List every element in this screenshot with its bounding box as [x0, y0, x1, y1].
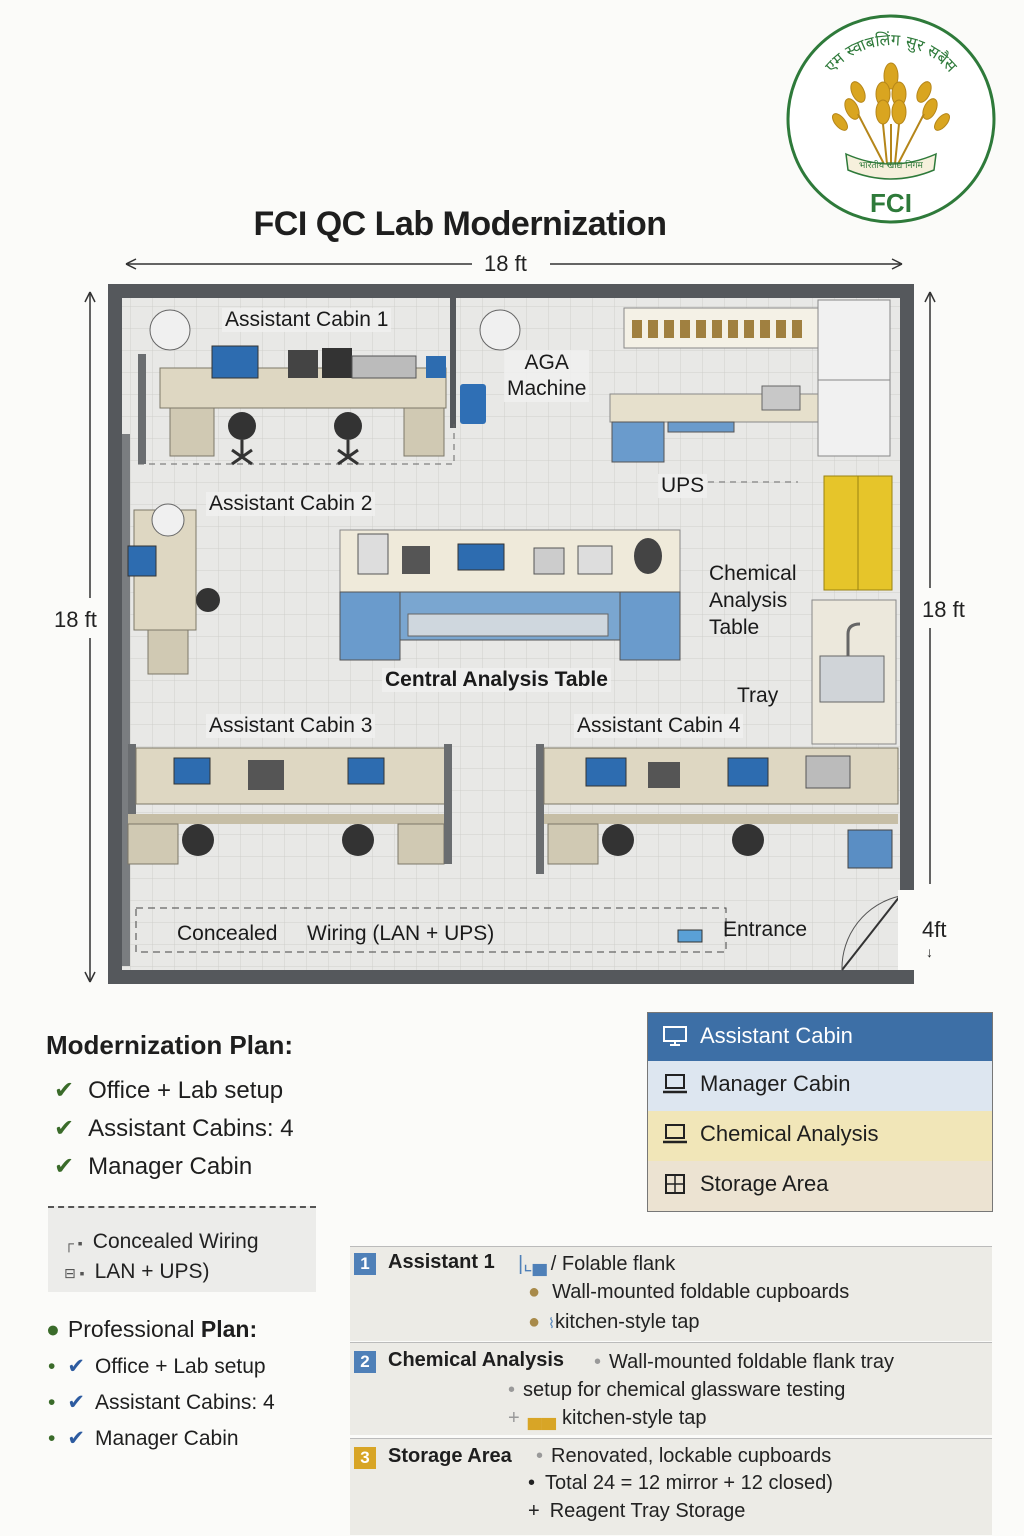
panel-subheading: •Renovated, lockable cupboards [536, 1445, 832, 1467]
wheat-icon [832, 62, 950, 165]
panel-heading: Storage Area [388, 1445, 512, 1467]
cabin1-desk [138, 345, 447, 466]
tap-icon: ⌇ [548, 1315, 555, 1331]
concealed-wiring-box: ┌ ▪Concealed Wiring ⊟ ▪LAN + UPS) [48, 1206, 316, 1292]
height-dimension-arrow-left [84, 291, 96, 983]
professional-title: ●Professional Plan: [46, 1316, 258, 1342]
width-label: 18 ft [484, 251, 527, 276]
panel-number: 2 [354, 1351, 376, 1373]
label-aga-machine: AGA Machine [504, 350, 590, 402]
plug-icon: ⊟ ▪ [64, 1265, 85, 1281]
panel-heading: Chemical Analysis [388, 1349, 565, 1371]
label-tray: Tray [737, 684, 779, 707]
wire-icon: ┌ ▪ [64, 1235, 83, 1251]
check-icon: ✔ [67, 1391, 85, 1414]
lab-bench [609, 299, 891, 463]
laptop-icon [663, 1124, 687, 1144]
check-icon: ✔ [67, 1355, 85, 1378]
monitor-icon [663, 1026, 687, 1046]
panel-line: •Total 24 = 12 mirror + 12 closed) [528, 1472, 833, 1494]
aga-bin [460, 384, 486, 424]
logo-ribbon [845, 152, 937, 180]
detail-panel-1: 1 Assistant 1 |⌞▄/ Folable flank ●Wall-m… [350, 1246, 992, 1341]
height-label-right: 18 ft [922, 597, 965, 622]
check-icon: ✔ [54, 1077, 75, 1104]
modernization-item: ✔Assistant Cabins: 4 [54, 1115, 294, 1142]
panel-line: ●Wall-mounted foldable cupboards [528, 1281, 850, 1303]
height-label-left: 18 ft [54, 607, 97, 632]
legend-row-storage-area: Storage Area [648, 1161, 992, 1211]
label-ups: UPS [658, 474, 708, 498]
panel-line: •setup for chemical glassware testing [508, 1379, 846, 1401]
check-icon: ✔ [67, 1427, 85, 1450]
professional-item: •✔Manager Cabin [48, 1427, 239, 1450]
cabin4-desk [536, 744, 899, 874]
panel-heading: Assistant 1 [388, 1251, 495, 1273]
panel-line: +Reagent Tray Storage [528, 1500, 746, 1522]
label-cabin1: Assistant Cabin 1 [222, 308, 392, 332]
fci-logo: एम स्वाबलिंग सुर सबैस भारतीय खाद्य निगम … [786, 14, 996, 224]
cabinet-icon [665, 1174, 685, 1194]
cabin3-desk [127, 744, 452, 865]
panel-line: ●⌇kitchen-style tap [528, 1311, 700, 1333]
panel-number: 3 [354, 1447, 376, 1469]
door-arrow-icon: ↓ [926, 944, 933, 960]
label-chemical-analysis-table: Chemical Analysis Table [709, 562, 797, 639]
wire-line-2: ⊟ ▪LAN + UPS) [64, 1260, 210, 1283]
professional-item: •✔Office + Lab setup [48, 1355, 266, 1378]
glassware-icon: ▄▄ [527, 1407, 557, 1429]
modernization-item: ✔Manager Cabin [54, 1153, 253, 1180]
panel-subheading: |⌞▄/ Folable flank [518, 1253, 676, 1275]
label-concealed: Concealed [177, 922, 278, 945]
legend-row-manager-cabin: Manager Cabin [648, 1061, 992, 1112]
cabin2-desk [127, 503, 220, 675]
width-dimension-arrow [125, 258, 903, 270]
label-cabin3: Assistant Cabin 3 [206, 714, 376, 738]
check-icon: ✔ [54, 1115, 75, 1142]
professional-item: •✔Assistant Cabins: 4 [48, 1391, 275, 1414]
laptop-icon [663, 1074, 687, 1094]
floor-plan: Assistant Cabin 1 AGA Machine UPS Assist… [108, 284, 914, 984]
page-title: FCI QC Lab Modernization [253, 205, 667, 243]
check-icon: ✔ [54, 1153, 75, 1180]
sink-counter [811, 599, 897, 745]
fan-icon [149, 309, 191, 351]
logo-ribbon-text: भारतीय खाद्य निगम [859, 159, 923, 171]
wire-line-1: ┌ ▪Concealed Wiring [64, 1230, 259, 1253]
label-wiring: Wiring (LAN + UPS) [307, 922, 495, 945]
legend: Assistant Cabin Manager Cabin Chemical A… [647, 1012, 993, 1212]
logo-name: FCI [870, 188, 912, 218]
modernization-title: Modernization Plan: [46, 1030, 293, 1060]
label-cabin2: Assistant Cabin 2 [206, 492, 376, 516]
modernization-item: ✔Office + Lab setup [54, 1077, 284, 1104]
label-cabin4: Assistant Cabin 4 [574, 714, 744, 738]
label-central-table: Central Analysis Table [382, 668, 611, 692]
door-width-label: 4ft [922, 917, 947, 942]
detail-panel-3: 3 Storage Area •Renovated, lockable cupb… [350, 1438, 992, 1535]
panel-line: +▄▄kitchen-style tap [508, 1407, 707, 1429]
legend-row-chemical-analysis: Chemical Analysis [648, 1111, 992, 1162]
legend-row-assistant-cabin: Assistant Cabin [648, 1013, 992, 1062]
fan-icon [151, 503, 185, 537]
tray-icon: |⌞▄ [518, 1253, 547, 1275]
panel-subheading: •Wall-mounted foldable flank tray [594, 1351, 894, 1373]
refrigerator [817, 299, 891, 457]
detail-panel-2: 2 Chemical Analysis •Wall-mounted foldab… [350, 1342, 992, 1435]
central-table [339, 529, 681, 661]
height-dimension-arrow-right [924, 291, 936, 884]
panel-number: 1 [354, 1253, 376, 1275]
fan-icon [479, 309, 521, 351]
label-entrance: Entrance [723, 918, 808, 941]
